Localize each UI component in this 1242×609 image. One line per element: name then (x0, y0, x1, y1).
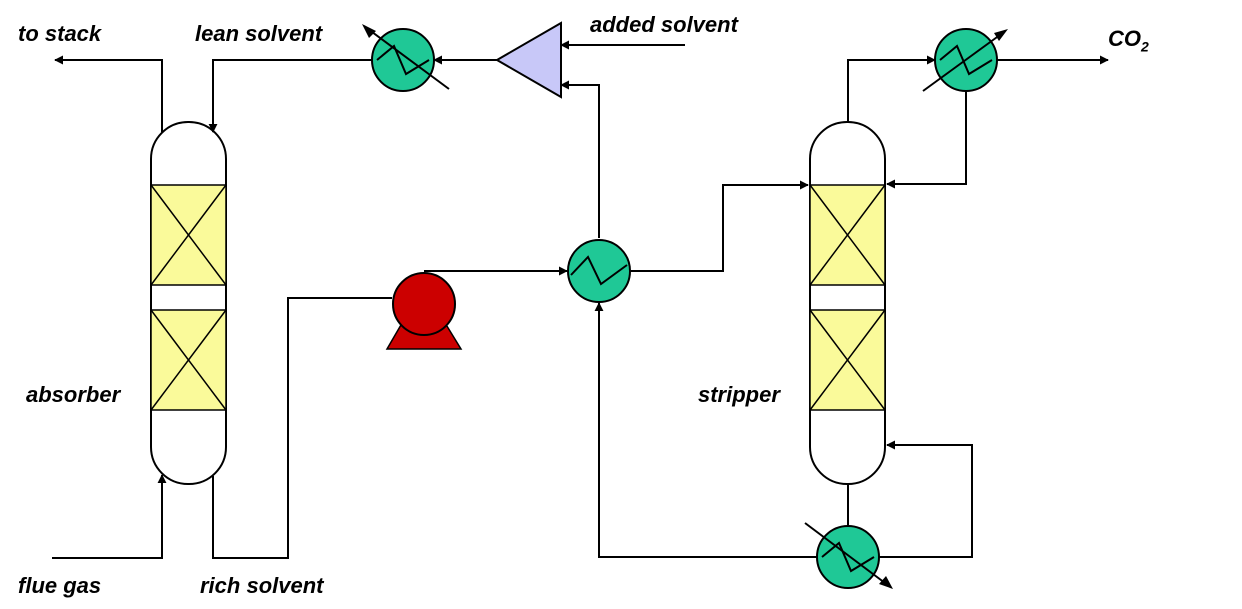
reboiler (804, 522, 893, 589)
lean-solvent-inlet (208, 59, 372, 133)
rich-solvent-pump (385, 272, 463, 350)
solvent-mixer (495, 21, 562, 99)
absorber-packing-top (150, 184, 227, 286)
stripper-label: stripper (698, 382, 780, 407)
stripper-overhead-stream (847, 55, 936, 123)
reboiler-vapor-return (877, 440, 973, 558)
exchanger-to-stripper-stream (631, 180, 809, 272)
stripper-packing-top (809, 184, 886, 286)
co2-label-main: CO (1108, 26, 1141, 51)
stripper-packing-bottom (809, 309, 886, 411)
cross-heat-exchanger (567, 239, 631, 303)
absorber-label: absorber (26, 382, 121, 407)
lean-solvent-cooler (362, 24, 450, 92)
rich-solvent-label: rich solvent (200, 573, 324, 598)
flue-gas-stream (52, 474, 167, 559)
co2-label-subscript: 2 (1141, 38, 1149, 55)
condenser (922, 28, 1008, 92)
lean-to-mixer-stream (560, 80, 600, 238)
lean-solvent-label: lean solvent (195, 21, 323, 46)
flue-gas-label: flue gas (18, 573, 102, 598)
absorber-packing-bottom (150, 309, 227, 411)
stripper-column (809, 121, 886, 485)
added-solvent-label: added solvent (590, 12, 738, 37)
co2-label: CO2 (1108, 26, 1149, 55)
reflux-stream (886, 92, 967, 189)
lean-return-stream (594, 302, 817, 558)
to-stack-label: to stack (18, 21, 102, 46)
rich-solvent-stream (212, 297, 392, 559)
to-stack-stream (54, 55, 163, 132)
absorber-column (150, 121, 227, 485)
